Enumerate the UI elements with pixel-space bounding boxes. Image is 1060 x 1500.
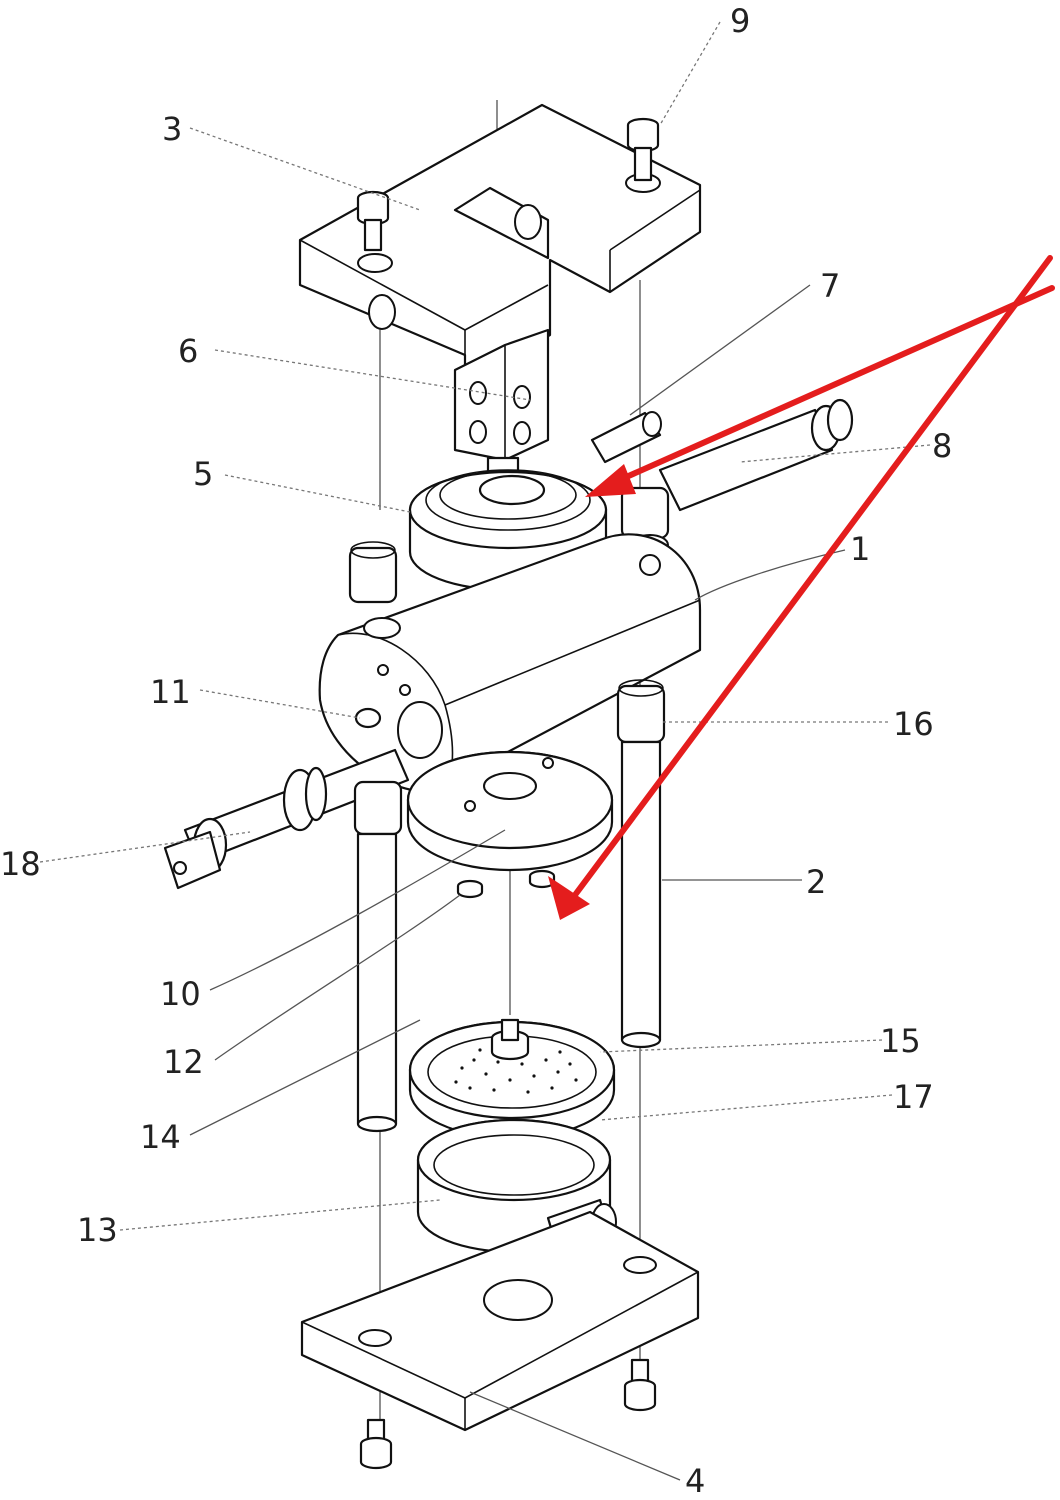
perforated-screen: [454, 1048, 578, 1094]
leader-lines: [39, 21, 931, 1481]
callout-10: 10: [160, 975, 201, 1013]
red-annotation-arrows: [548, 255, 1055, 920]
callout-4: 4: [685, 1462, 705, 1500]
pin: [590, 411, 662, 464]
callout-3: 3: [162, 110, 182, 148]
callout-18: 18: [0, 845, 41, 883]
callout-8: 8: [932, 427, 952, 465]
callout-14: 14: [140, 1118, 181, 1156]
callout-15: 15: [880, 1022, 921, 1060]
callout-7: 7: [820, 267, 840, 305]
callout-6: 6: [178, 332, 198, 370]
disc-screws: [456, 869, 556, 899]
arrow-to-disc-gap: [548, 255, 1053, 920]
base-plate: [300, 1210, 700, 1432]
callout-9: 9: [730, 2, 750, 40]
callout-16: 16: [893, 705, 934, 743]
top-bracket-plate: [298, 103, 702, 387]
callout-5: 5: [193, 455, 213, 493]
callout-1: 1: [850, 530, 870, 568]
horizontal-shaft: [163, 748, 410, 890]
screen-holder: [408, 1018, 616, 1140]
callout-13: 13: [77, 1211, 118, 1249]
set-screw: [354, 707, 382, 729]
main-body: [318, 533, 702, 793]
callout-11: 11: [150, 673, 191, 711]
callout-17: 17: [893, 1078, 934, 1116]
arrow-to-flanged-cap: [585, 285, 1055, 497]
bracket-screw: [356, 117, 660, 252]
callout-2: 2: [806, 863, 826, 901]
base-screws: [359, 1358, 657, 1470]
lower-disc-plate: [406, 750, 614, 872]
callout-12: 12: [163, 1043, 204, 1081]
callout-labels: 1 2 3 4 5 6 7 8 9 10 11 12 13 14 15 16 1…: [0, 2, 952, 1500]
